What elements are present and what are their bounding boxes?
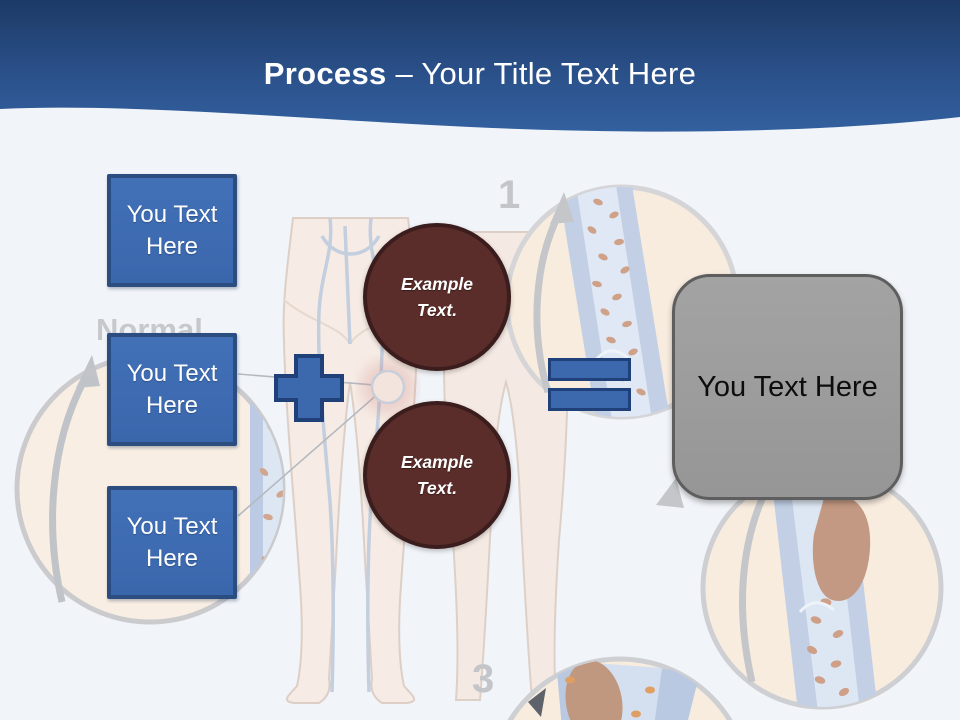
up-arrow-icon: [533, 210, 564, 394]
vein-circle-3: [507, 656, 733, 720]
step-number-1: 1: [498, 173, 520, 217]
knee-highlight: [361, 360, 415, 414]
step-box-1[interactable]: You Text Here: [107, 174, 237, 287]
result-box-label: You Text Here: [697, 370, 878, 403]
example-circle-2[interactable]: Example Text.: [363, 401, 511, 549]
equals-bar-bottom: [548, 388, 631, 411]
plus-icon: [274, 354, 344, 427]
up-arrow-head-icon: [76, 355, 100, 388]
slide-title-rest: – Your Title Text Here: [395, 56, 697, 91]
up-arrow-icon: [49, 375, 90, 603]
step-number-3: 3: [472, 657, 494, 701]
up-arrow-head-icon: [656, 478, 684, 508]
equals-icon: [546, 358, 632, 418]
example-circle-1[interactable]: Example Text.: [363, 223, 511, 371]
header-wave-shape: [0, 0, 960, 132]
dark-arrow-icon: [528, 688, 546, 717]
header-banner: [0, 0, 960, 140]
step-box-2-label: You Text Here: [126, 359, 218, 419]
vein-circle-2: [656, 466, 944, 710]
example-circle-1-label: Example Text.: [401, 273, 473, 320]
up-arrow-head-icon: [550, 192, 574, 224]
slide-title-keyword: Process: [263, 56, 387, 91]
equals-bar-top: [548, 358, 631, 381]
step-box-1-label: You Text Here: [126, 200, 218, 260]
step-box-2[interactable]: You Text Here: [107, 333, 237, 446]
step-box-3-label: You Text Here: [126, 512, 218, 572]
example-circle-2-label: Example Text.: [401, 451, 473, 498]
result-box[interactable]: You Text Here: [672, 274, 903, 500]
step-box-3[interactable]: You Text Here: [107, 486, 237, 599]
up-arrow-icon: [739, 488, 770, 683]
slide-title[interactable]: Process – Your Title Text Here: [0, 56, 960, 92]
